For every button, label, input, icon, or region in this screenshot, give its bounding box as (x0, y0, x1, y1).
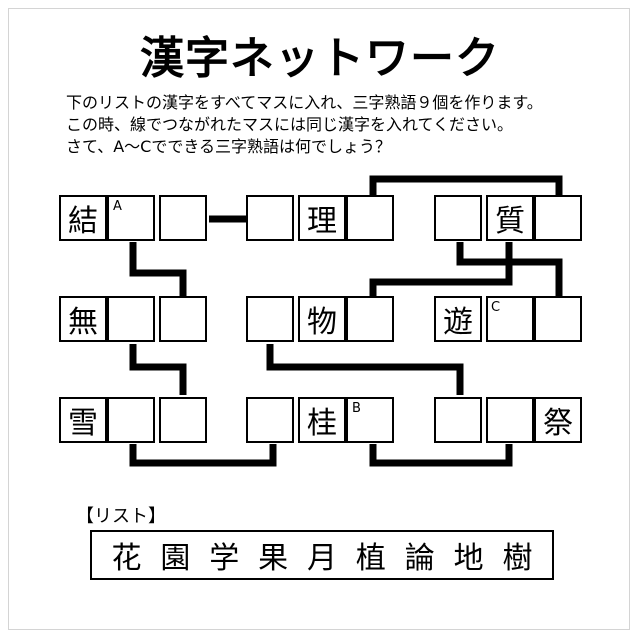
instruction-line-1: 下のリストの漢字をすべてマスに入れ、三字熟語９個を作ります。 (66, 93, 543, 112)
grid-cell[interactable] (486, 397, 534, 443)
instruction-line-2: この時、線でつながれたマスには同じ漢字を入れてください。 (66, 115, 514, 134)
grid-cell[interactable] (159, 195, 207, 241)
grid-cell[interactable]: 質 (486, 195, 534, 241)
grid-cell[interactable] (346, 397, 394, 443)
list-char: 地 (453, 541, 484, 576)
line-ri-to-shitsu (369, 175, 563, 195)
list-char: 花 (111, 541, 142, 576)
list-char: 果 (258, 541, 289, 576)
list-label: 【リスト】 (76, 506, 166, 527)
marker-a: A (113, 199, 122, 214)
list-char: 学 (209, 541, 240, 576)
grid-cell[interactable] (534, 195, 582, 241)
line-musubi-to-mu (129, 242, 187, 296)
grid-cell[interactable] (434, 195, 482, 241)
list-char: 園 (160, 541, 191, 576)
list-char: 論 (404, 541, 435, 576)
grid-cell[interactable]: 理 (298, 195, 346, 241)
grid-cell[interactable] (534, 296, 582, 342)
character-list: 花 園 学 果 月 植 論 地 樹 (90, 530, 554, 580)
line-katsura-to-matsuri (369, 444, 513, 467)
list-char: 月 (306, 541, 337, 576)
page-title: 漢字ネットワーク (140, 33, 500, 84)
grid-cell[interactable]: 祭 (534, 397, 582, 443)
instruction-line-3: さて、A〜Cでできる三字熟語は何でしょう？ (66, 137, 391, 156)
line-mu-to-yuki (129, 344, 187, 395)
grid-cell[interactable] (346, 296, 394, 342)
grid-cell[interactable] (159, 296, 207, 342)
grid-cell[interactable] (434, 397, 482, 443)
grid-cell[interactable] (246, 296, 294, 342)
grid-cell[interactable] (246, 397, 294, 443)
grid-cell[interactable] (246, 195, 294, 241)
grid-cell[interactable]: 無 (59, 296, 107, 342)
grid-cell[interactable]: 雪 (59, 397, 107, 443)
grid-cell[interactable] (346, 195, 394, 241)
line-yuki-to-katsura (129, 444, 277, 467)
marker-b: B (352, 401, 361, 416)
grid-cell[interactable] (107, 296, 155, 342)
grid-cell[interactable]: 物 (298, 296, 346, 342)
line-butsu-to-shitsu (369, 242, 513, 296)
grid-cell[interactable] (486, 296, 534, 342)
grid-cell[interactable] (159, 397, 207, 443)
marker-c: C (491, 300, 501, 315)
list-char: 樹 (502, 541, 533, 576)
grid-cell[interactable]: 結 (59, 195, 107, 241)
grid-cell[interactable]: 遊 (434, 296, 482, 342)
list-char: 植 (355, 541, 386, 576)
page-frame (8, 8, 630, 630)
grid-cell[interactable] (107, 195, 155, 241)
grid-cell[interactable] (107, 397, 155, 443)
line-butsu-to-matsuri (266, 344, 464, 395)
grid-cell[interactable]: 桂 (298, 397, 346, 443)
